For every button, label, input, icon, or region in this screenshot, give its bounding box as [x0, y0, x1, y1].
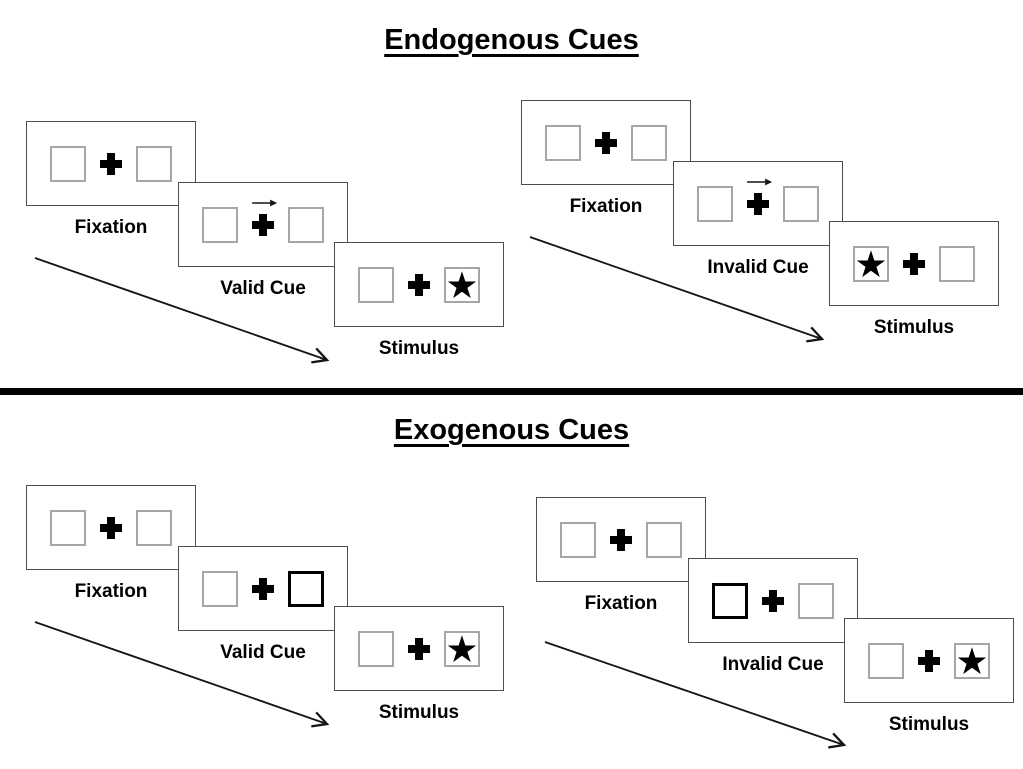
left-placeholder-box: [358, 630, 394, 667]
valid-cue-panel: [178, 546, 348, 631]
right-placeholder-box: [783, 185, 819, 222]
fixation-cross-icon: [251, 577, 275, 601]
time-axis-arrow-icon: [34, 621, 330, 728]
invalid-cue-panel: [673, 161, 843, 246]
exogenous-invalid-trial: Fixation Invalid Cue ★ Stimulus: [536, 497, 1018, 769]
section-title-exogenous: Exogenous Cues: [393, 414, 630, 446]
frame-label-stimulus: Stimulus: [888, 714, 970, 735]
frame-label-stimulus: Stimulus: [873, 317, 955, 338]
left-placeholder-box: [358, 266, 394, 303]
left-placeholder-box: [202, 570, 238, 607]
right-placeholder-box: [798, 582, 834, 619]
exogenous-valid-trial: Fixation Valid Cue ★ Stimulus: [26, 485, 508, 757]
frame-label-cue: Valid Cue: [220, 278, 306, 299]
left-placeholder-box: [868, 642, 904, 679]
section-title-endogenous: Endogenous Cues: [384, 24, 639, 56]
right-placeholder-box: [136, 509, 172, 546]
valid-cue-panel: [178, 182, 348, 267]
fixation-cross-icon: [746, 178, 773, 216]
endogenous-valid-trial: Fixation Valid Cue ★ Stimulus: [26, 121, 508, 393]
fixation-cross-icon: [594, 131, 618, 155]
frame-label-fixation: Fixation: [584, 593, 658, 614]
frame-label-stimulus: Stimulus: [378, 338, 460, 359]
cue-highlight-box: [288, 570, 324, 607]
time-axis-arrow-icon: [529, 236, 825, 343]
target-box: ★: [444, 264, 480, 306]
right-arrow-cue-icon: [252, 199, 278, 206]
left-placeholder-box: [545, 124, 581, 161]
right-placeholder-box: [646, 521, 682, 558]
star-stimulus-icon: ★: [445, 628, 479, 670]
right-placeholder-box: [631, 124, 667, 161]
target-box: ★: [853, 243, 889, 285]
fixation-cross-icon: [99, 516, 123, 540]
left-placeholder-box: [697, 185, 733, 222]
frame-label-stimulus: Stimulus: [378, 702, 460, 723]
time-axis-arrow-icon: [34, 257, 330, 364]
target-box: ★: [444, 628, 480, 670]
cue-highlight-box: [712, 582, 748, 619]
invalid-cue-panel: [688, 558, 858, 643]
frame-label-fixation: Fixation: [74, 581, 148, 602]
fixation-cross-icon: [902, 252, 926, 276]
endogenous-invalid-trial: Fixation Invalid Cue ★ Stimulus: [521, 100, 1003, 372]
frame-label-fixation: Fixation: [74, 217, 148, 238]
frame-label-cue: Invalid Cue: [707, 257, 809, 278]
target-box: ★: [954, 640, 990, 682]
fixation-cross-icon: [407, 273, 431, 297]
star-stimulus-icon: ★: [854, 243, 888, 285]
star-stimulus-icon: ★: [445, 264, 479, 306]
section-divider: [0, 388, 1023, 395]
stimulus-panel: ★: [844, 618, 1014, 703]
stimulus-panel: ★: [334, 606, 504, 691]
right-placeholder-box: [939, 245, 975, 282]
left-placeholder-box: [50, 145, 86, 182]
frame-label-cue: Valid Cue: [220, 642, 306, 663]
fixation-cross-icon: [761, 589, 785, 613]
star-stimulus-icon: ★: [955, 640, 989, 682]
right-placeholder-box: [288, 206, 324, 243]
fixation-panel: [521, 100, 691, 185]
fixation-cross-icon: [99, 152, 123, 176]
fixation-panel: [536, 497, 706, 582]
left-placeholder-box: [560, 521, 596, 558]
left-placeholder-box: [202, 206, 238, 243]
stimulus-panel: ★: [334, 242, 504, 327]
frame-label-cue: Invalid Cue: [722, 654, 824, 675]
fixation-cross-icon: [917, 649, 941, 673]
left-placeholder-box: [50, 509, 86, 546]
right-placeholder-box: [136, 145, 172, 182]
fixation-panel: [26, 485, 196, 570]
fixation-cross-icon: [251, 199, 278, 237]
stimulus-panel: ★: [829, 221, 999, 306]
fixation-cross-icon: [407, 637, 431, 661]
frame-label-fixation: Fixation: [569, 196, 643, 217]
fixation-panel: [26, 121, 196, 206]
time-axis-arrow-icon: [544, 641, 847, 749]
fixation-cross-icon: [609, 528, 633, 552]
right-arrow-cue-icon: [747, 178, 773, 185]
